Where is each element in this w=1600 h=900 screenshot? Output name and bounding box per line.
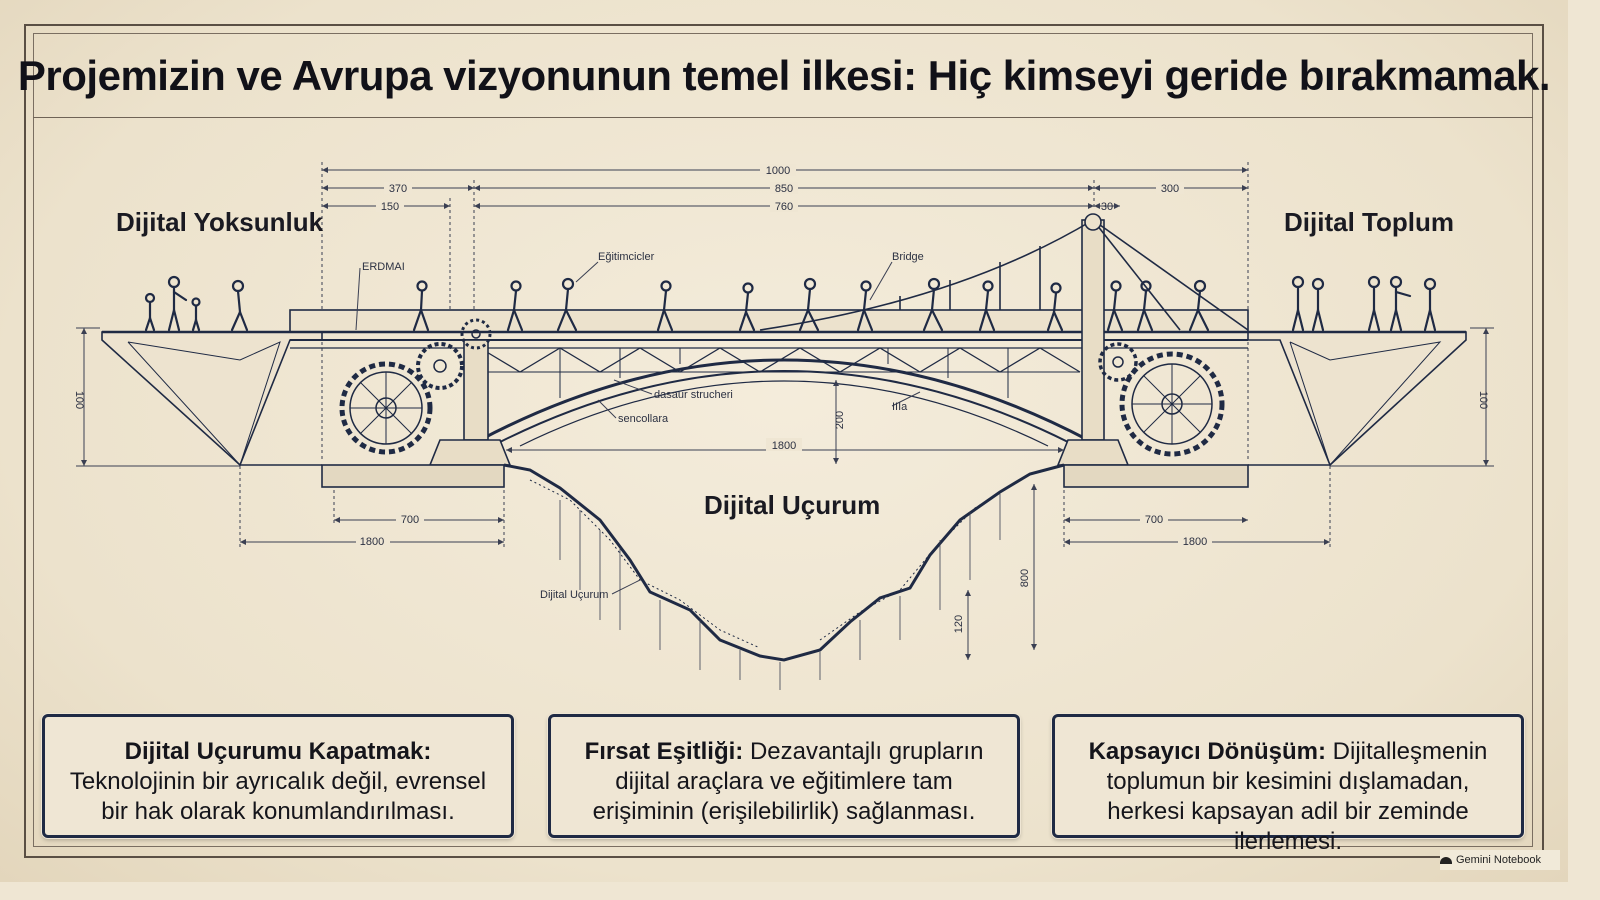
- dim-arch-rise: 200: [834, 411, 846, 429]
- note-sencollara: sencollara: [618, 413, 669, 425]
- dim-mid: 760: [775, 201, 793, 213]
- suspension-cables: [759, 219, 1249, 331]
- principle-card-3: Kapsayıcı Dönüşüm: Dijitalleşmenin toplu…: [1052, 714, 1524, 855]
- dim-deck: 850: [775, 183, 793, 195]
- person-figure: [1311, 277, 1325, 332]
- person-figure: [1367, 275, 1381, 332]
- dim-left-base: 700: [401, 514, 419, 526]
- dimension-labels-top: 1000 370 850 300 150 760 30: [376, 164, 1184, 213]
- left-pier: [428, 339, 512, 466]
- right-abutment: [1247, 331, 1467, 467]
- person-figure: [1188, 279, 1210, 332]
- dim-left-height: 100: [73, 391, 85, 409]
- card-heading: Kapsayıcı Dönüşüm:: [1088, 738, 1333, 765]
- person-figure: [1389, 275, 1412, 332]
- dim-chasm-depth: 800: [1019, 569, 1031, 587]
- right-gear-small: [1098, 342, 1138, 382]
- chasm-hatching: [559, 494, 1001, 690]
- bridge-blueprint-diagram: 1000 370 850 300 150 760 30 100 100: [73, 162, 1494, 690]
- dim-total: 1000: [766, 165, 790, 177]
- dim-arch-span: 1800: [772, 440, 796, 452]
- person-figure: [1106, 280, 1124, 332]
- chasm-label: Dijital Uçurum: [704, 490, 881, 520]
- dim-right-base: 700: [1145, 514, 1163, 526]
- note-illa: IIIa: [892, 401, 908, 413]
- person-figure: [978, 280, 996, 332]
- card-text: Dijitalleşmenin toplumun bir kesimini dı…: [1106, 738, 1488, 855]
- side-height-dims: [76, 327, 1494, 467]
- person-figure: [738, 282, 756, 332]
- dim-left-span: 370: [389, 183, 407, 195]
- dim-chasm-step: 120: [953, 615, 965, 633]
- right-pier: [1056, 219, 1130, 466]
- dim-left-base-wide: 1800: [360, 536, 384, 548]
- side-height-labels: 100 100: [73, 391, 1489, 409]
- card-text: Teknolojinin bir ayrıcalık değil, evrens…: [69, 768, 487, 825]
- person-figure: [144, 292, 156, 332]
- person-figure: [230, 279, 249, 332]
- person-figure: [556, 277, 578, 332]
- left-abutment: [101, 331, 323, 467]
- person-figure: [1046, 282, 1064, 332]
- dim-right-height: 100: [1477, 391, 1489, 409]
- person-figure: [798, 277, 820, 332]
- annotation-leaders: [355, 261, 921, 595]
- title-divider: [33, 117, 1533, 118]
- bridge-arch: [479, 358, 1089, 447]
- principle-card-2: Fırsat Eşitliği: Dezavantajlı grupların …: [548, 714, 1020, 838]
- bridge-deck: [102, 309, 1466, 349]
- person-figure: [191, 297, 201, 332]
- outer-frame: [24, 24, 1544, 858]
- person-figure: [167, 275, 188, 332]
- person-figure: [922, 277, 944, 332]
- note-dasaur: dasaur strucheri: [654, 389, 733, 401]
- notebook-icon: [1440, 856, 1452, 864]
- note-dijital-ucurum: Dijital Uçurum: [540, 589, 608, 601]
- arch-hangers: [559, 348, 1009, 398]
- card-text: Dezavantajlı grupların dijital araçlara …: [592, 738, 984, 825]
- card-heading: Dijital Uçurumu Kapatmak:: [124, 738, 432, 765]
- principle-card-1: Dijital Uçurumu Kapatmak: Teknolojinin b…: [42, 714, 514, 838]
- person-figure: [1423, 277, 1437, 332]
- person-figure: [656, 280, 674, 332]
- dim-left-small: 150: [381, 201, 399, 213]
- card-heading: Fırsat Eşitliği:: [584, 738, 750, 765]
- right-gear-large: [1119, 351, 1225, 457]
- ground-ledges: [321, 464, 1249, 488]
- annotation-labels: ERDMAI Eğitimcicler Bridge dasaur struch…: [362, 251, 924, 601]
- person-figure: [412, 280, 430, 332]
- person-figure: [506, 280, 524, 332]
- person-figure: [856, 280, 874, 332]
- gemini-notebook-badge: Gemini Notebook: [1440, 850, 1560, 870]
- tower-pulley: [1084, 213, 1102, 231]
- left-side-label: Dijital Yoksunluk: [116, 207, 324, 237]
- note-erdmai: ERDMAI: [362, 261, 405, 273]
- inner-frame: [33, 33, 1533, 847]
- dim-tower-small: 30: [1101, 201, 1113, 213]
- note-egitimciler: Eğitimcicler: [598, 251, 655, 263]
- people-figures: [144, 275, 1437, 332]
- person-figure: [1136, 280, 1154, 332]
- person-figure: [1291, 275, 1305, 332]
- dim-right-base-wide: 1800: [1183, 536, 1207, 548]
- dim-right-span: 300: [1161, 183, 1179, 195]
- left-gear-large: [339, 361, 433, 455]
- page-title: Projemizin ve Avrupa vizyonunun temel il…: [17, 52, 1551, 99]
- chasm-dim-labels: 1800 200 800 120 700 1800 700 1800: [356, 411, 1212, 633]
- right-side-label: Dijital Toplum: [1284, 207, 1454, 237]
- left-gear-small: [416, 318, 492, 390]
- note-bridge: Bridge: [892, 251, 924, 263]
- badge-label: Gemini Notebook: [1456, 854, 1541, 866]
